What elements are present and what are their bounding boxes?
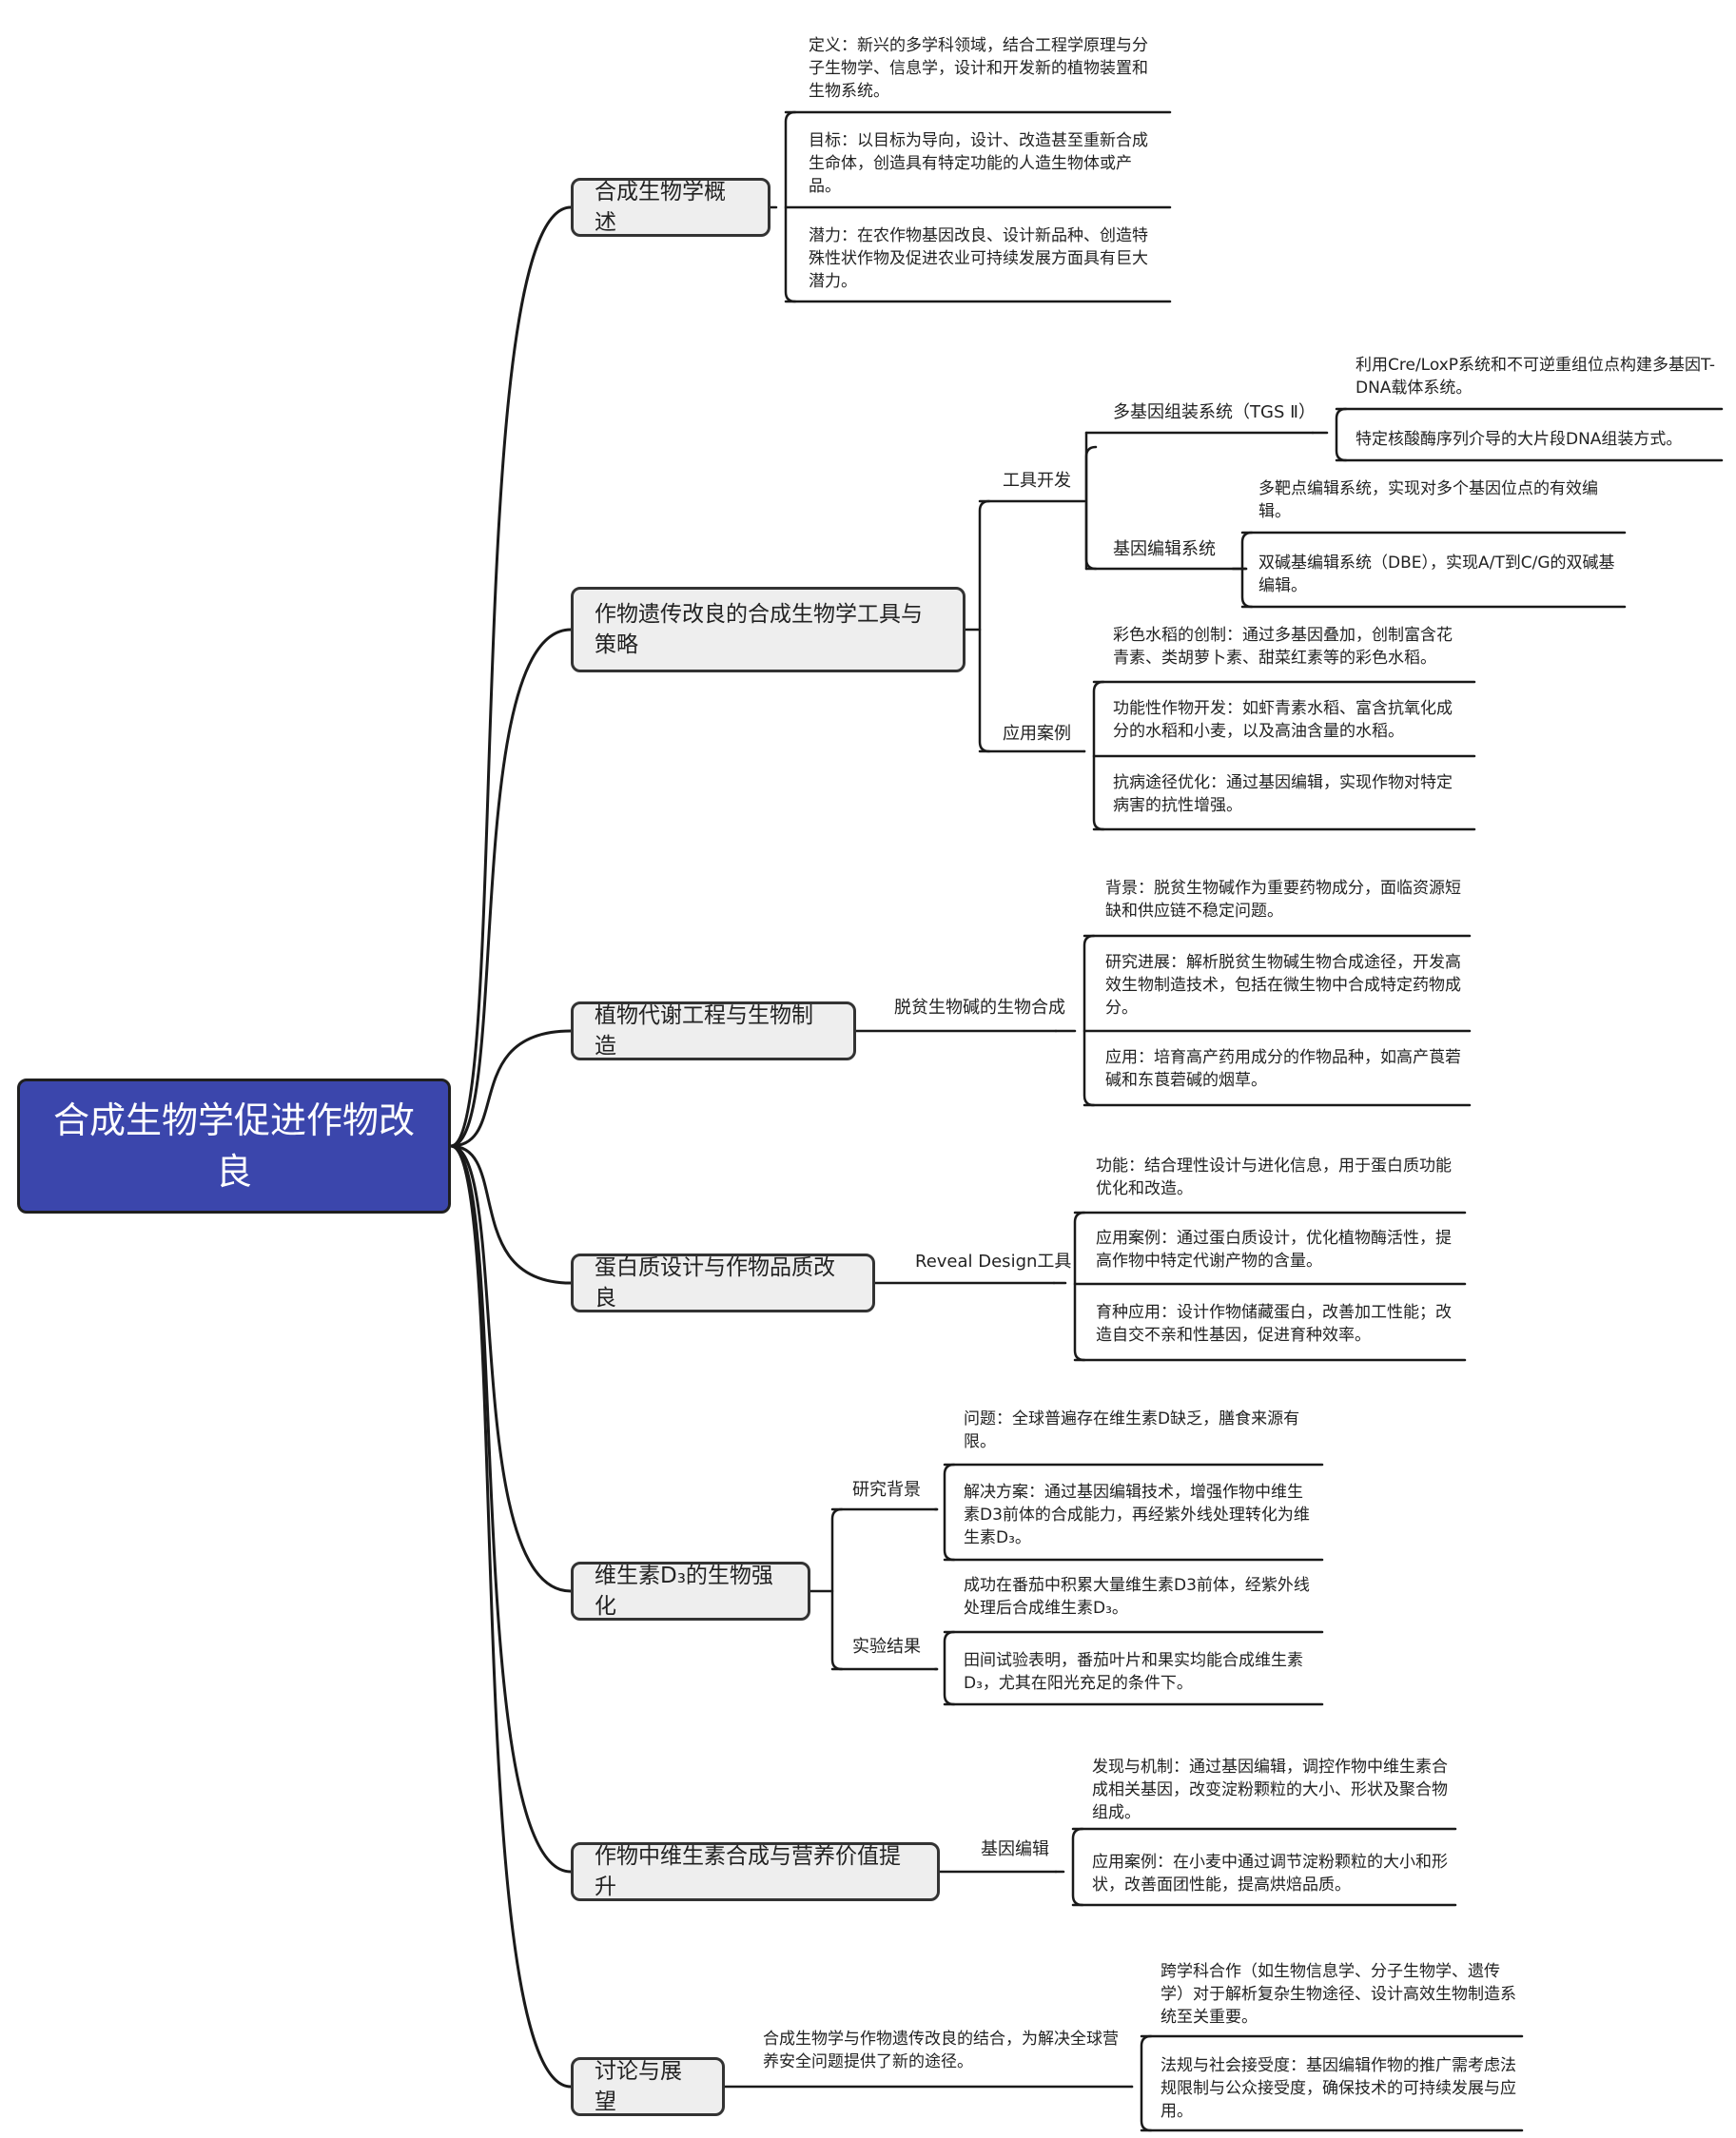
leaf-disease-resistance: 抗病途径优化：通过基因编辑，实现作物对特定病害的抗性增强。 (1113, 773, 1453, 815)
vd-spine (830, 1507, 844, 1671)
leaf-multi-target-editing: 多靶点编辑系统，实现对多个基因位点的有效编辑。 (1258, 479, 1598, 521)
leaf-alkaloid-application: 应用：培育高产药用成分的作物品种，如高产莨菪碱和东莨菪碱的烟草。 (1105, 1048, 1461, 1090)
topic-label: 作物中维生素合成与营养价值提升 (595, 1844, 901, 1899)
nut-spine (1071, 1827, 1084, 1907)
root-to-topic-3 (449, 1144, 573, 1285)
leaf-dual-base-editing: 双碱基编辑系统（DBE），实现A/T到C/G的双碱基编辑。 (1258, 554, 1615, 595)
leaf-tomato-result: 成功在番茄中积累大量维生素D3前体，经紫外线处理后合成维生素D₃。 (964, 1576, 1310, 1618)
subtopic-tgs2[interactable]: 多基因组装系统（TGS Ⅱ） (1113, 402, 1316, 422)
subtopic-research-background[interactable]: 研究背景 (852, 1480, 921, 1500)
topic-nutrition-improvement[interactable]: 作物中维生素合成与营养价值提升 (571, 1842, 940, 1901)
vd-res-spine (943, 1630, 956, 1706)
leaf-nuclease-assembly: 特定核酸酶序列介导的大片段DNA组装方式。 (1356, 430, 1683, 449)
root-topic[interactable]: 合成生物学促进作物改良 (17, 1079, 451, 1214)
subtopic-reveal-design[interactable]: Reveal Design工具 (915, 1252, 1072, 1272)
root-topic-label: 合成生物学促进作物改良 (52, 1099, 415, 1193)
topic-label: 讨论与展望 (595, 2059, 682, 2114)
subtopic-gene-editing-system[interactable]: 基因编辑系统 (1113, 539, 1216, 559)
topic-label: 作物遗传改良的合成生物学工具与策略 (595, 602, 923, 657)
leaf-goal: 目标：以目标为导向，设计、改造甚至重新合成生命体，创造具有特定功能的人造生物体或… (809, 131, 1148, 196)
leaf-breeding-application: 育种应用：设计作物储藏蛋白，改善加工性能；改造自交不亲和性基因，促进育种效率。 (1096, 1303, 1452, 1345)
tools-spine (978, 499, 991, 753)
leaf-definition: 定义：新兴的多学科领域，结合工程学原理与分子生物学、信息学，设计和开发新的植物装… (809, 36, 1148, 101)
topic-metabolic-engineering[interactable]: 植物代谢工程与生物制造 (571, 1001, 856, 1060)
tools-dev-spine (1084, 445, 1098, 571)
leaf-wheat-application: 应用案例：在小麦中通过调节淀粉颗粒的大小和形状，改善面团性能，提高烘焙品质。 (1092, 1853, 1448, 1895)
leaf-colored-rice: 彩色水稻的创制：通过多基因叠加，创制富含花青素、类胡萝卜素、甜菜红素等的彩色水稻… (1113, 626, 1453, 668)
leaf-regulation-acceptance: 法规与社会接受度：基因编辑作物的推广需考虑法规限制与公众接受度，确保技术的可持续… (1161, 2056, 1516, 2121)
leaf-protein-function: 功能：结合理性设计与进化信息，用于蛋白质功能优化和改造。 (1096, 1156, 1452, 1198)
leaf-functional-crops: 功能性作物开发：如虾青素水稻、富含抗氧化成分的水稻和小麦，以及高油含量的水稻。 (1113, 699, 1453, 741)
topic-protein-design[interactable]: 蛋白质设计与作物品质改良 (571, 1254, 875, 1312)
leaf-vd-problem: 问题：全球普遍存在维生素D缺乏，膳食来源有限。 (964, 1409, 1300, 1451)
topic-vitamin-d3[interactable]: 维生素D₃的生物强化 (571, 1562, 810, 1621)
tgs-spine (1335, 407, 1348, 462)
root-to-topic-5 (449, 1144, 573, 1874)
topic-discussion-outlook[interactable]: 讨论与展望 (571, 2057, 725, 2116)
subtopic-gene-editing[interactable]: 基因编辑 (981, 1839, 1049, 1859)
subtopic-summary[interactable]: 合成生物学与作物遗传改良的结合，为解决全球营养安全问题提供了新的途径。 (763, 2030, 1119, 2071)
leaf-interdisciplinary: 跨学科合作（如生物信息学、分子生物学、遗传学）对于解析复杂生物途径、设计高效生物… (1161, 1962, 1516, 2027)
leaf-discovery-mechanism: 发现与机制：通过基因编辑，调控作物中维生素合成相关基因，改变淀粉颗粒的大小、形状… (1092, 1758, 1448, 1822)
root-to-topic-2 (449, 1029, 573, 1148)
leaf-protein-application: 应用案例：通过蛋白质设计，优化植物酶活性，提高作物中特定代谢产物的含量。 (1096, 1229, 1452, 1271)
leaf-alkaloid-progress: 研究进展：解析脱贫生物碱生物合成途径，开发高效生物制造技术，包括在微生物中合成特… (1105, 953, 1461, 1018)
subtopic-application-cases[interactable]: 应用案例 (1003, 724, 1071, 744)
root-to-topic-4 (449, 1144, 573, 1593)
root-to-topic-1 (449, 628, 573, 1148)
topic-label: 维生素D₃的生物强化 (595, 1564, 773, 1619)
leaf-field-trial: 田间试验表明，番茄叶片和果实均能合成维生素D₃，尤其在阳光充足的条件下。 (964, 1651, 1303, 1693)
subtopic-tool-development[interactable]: 工具开发 (1003, 471, 1071, 491)
leaf-cre-loxp: 利用Cre/LoxP系统和不可逆重组位点构建多基因T-DNA载体系统。 (1356, 356, 1715, 398)
vd-bg-spine (943, 1463, 956, 1562)
subtopic-alkaloid-biosynthesis[interactable]: 脱贫生物碱的生物合成 (894, 998, 1065, 1018)
leaf-potential: 潜力：在农作物基因改良、设计新品种、创造特殊性状作物及促进农业可持续发展方面具有… (809, 226, 1148, 291)
leaf-vd-solution: 解决方案：通过基因编辑技术，增强作物中维生素D3前体的合成能力，再经紫外线处理转… (964, 1483, 1310, 1547)
topic-label: 合成生物学概述 (595, 180, 726, 235)
root-to-topic-0 (449, 205, 573, 1148)
leaf-alkaloid-background: 背景：脱贫生物碱作为重要药物成分，面临资源短缺和供应链不稳定问题。 (1105, 879, 1461, 921)
root-to-topic-6 (449, 1144, 573, 2089)
meta-spine (1083, 934, 1096, 1107)
topic-label: 植物代谢工程与生物制造 (595, 1003, 813, 1059)
protein-spine (1073, 1211, 1086, 1362)
topic-label: 蛋白质设计与作物品质改良 (595, 1255, 835, 1311)
subtopic-experiment-results[interactable]: 实验结果 (852, 1637, 921, 1657)
disc-spine (1140, 2034, 1153, 2132)
topic-tools-strategies[interactable]: 作物遗传改良的合成生物学工具与策略 (571, 587, 966, 672)
topic-overview[interactable]: 合成生物学概述 (571, 178, 770, 237)
